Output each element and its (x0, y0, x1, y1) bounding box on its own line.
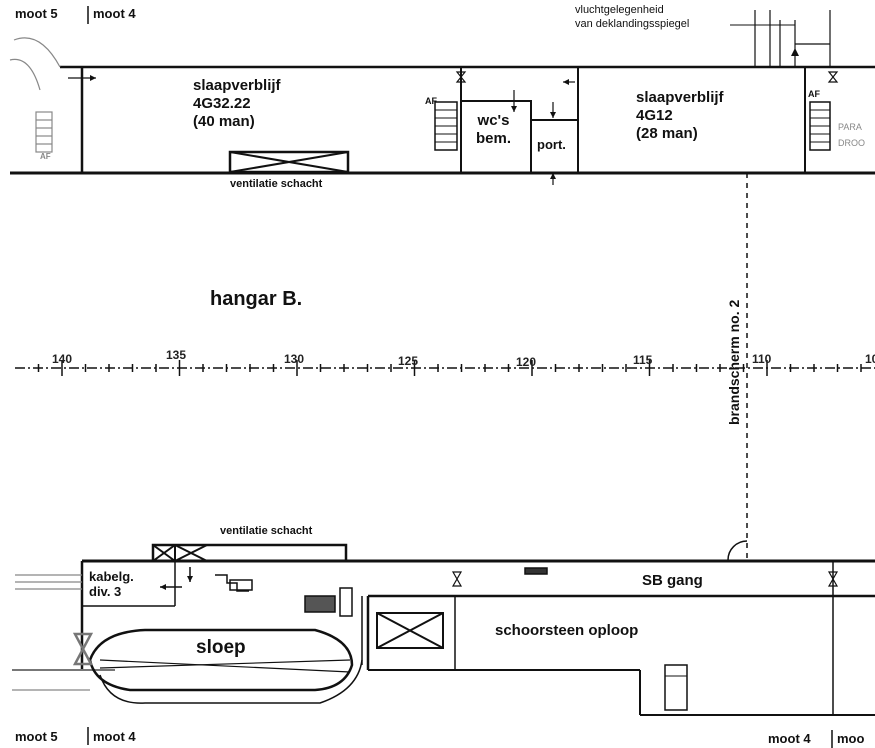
frame-number: 110 (752, 352, 772, 366)
moot-5-bottom-label: moot 5 (15, 729, 58, 744)
ventilation-top-label: ventilatie schacht (230, 178, 323, 190)
sleeping-quarters-2-label: slaapverblijf 4G12 (28 man) (636, 89, 724, 142)
af-left-label: AF (425, 96, 437, 106)
escape-route-label-1: vluchtgelegenheid (575, 4, 664, 16)
hangar-label: hangar B. (210, 288, 303, 310)
frame-number: 140 (52, 352, 73, 366)
af-right-label: AF (808, 89, 820, 99)
porter-label: port. (537, 137, 566, 152)
parachute-label-2: DROO (838, 138, 865, 148)
escape-route-label-2: van deklandingsspiegel (575, 18, 690, 30)
af-far-left-label: AF (40, 152, 51, 161)
moot-partial-label: moo (837, 731, 865, 746)
funnel-label: schoorsteen oploop (495, 622, 639, 639)
porter-room (530, 119, 579, 174)
sleeping-quarters-1-label: slaapverblijf 4G32.22 (40 man) (193, 77, 281, 130)
moot-4-bottom-label: moot 4 (93, 729, 136, 744)
frame-number: 10 (865, 352, 875, 366)
fire-screen-label: brandscherm no. 2 (726, 299, 742, 425)
moot-4-bottom-right-label: moot 4 (768, 731, 811, 746)
ventilation-shaft-top (228, 150, 350, 174)
parachute-label-1: PARA (838, 122, 862, 132)
frame-number: 120 (516, 355, 537, 369)
sb-corridor-label: SB gang (642, 572, 703, 589)
wc-label: wc's bem. (476, 112, 512, 147)
funnel-box (376, 612, 444, 649)
frame-number: 130 (284, 352, 305, 366)
moot-4-top-label: moot 4 (93, 6, 136, 21)
ventilation-bottom-label: ventilatie schacht (220, 525, 313, 537)
lifeboat-label: sloep (196, 637, 246, 658)
moot-5-top-label: moot 5 (15, 6, 58, 21)
frame-number: 135 (166, 348, 187, 362)
lifeboat (88, 628, 354, 692)
cable-div-label: kabelg. div. 3 (89, 569, 134, 599)
frame-number: 125 (398, 354, 419, 368)
frame-number: 115 (633, 353, 653, 367)
